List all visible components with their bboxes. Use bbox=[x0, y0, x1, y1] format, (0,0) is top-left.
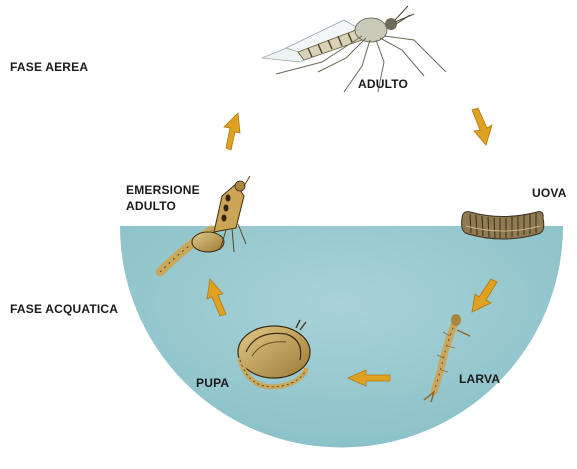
water-area bbox=[120, 226, 563, 448]
egg-raft-icon bbox=[462, 212, 544, 239]
eggs-label: UOVA bbox=[532, 186, 567, 201]
cycle-arrow-icon bbox=[472, 108, 492, 145]
phase-air-label: FASE AEREA bbox=[10, 60, 88, 75]
larva-label: LARVA bbox=[459, 372, 500, 387]
adult-label: ADULTO bbox=[358, 77, 408, 92]
emergence-label-line1: EMERSIONE bbox=[126, 183, 200, 198]
phase-water-label: FASE ACQUATICA bbox=[10, 302, 118, 317]
cycle-arrow-icon bbox=[224, 113, 240, 150]
mosquito-adult-icon bbox=[262, 6, 446, 92]
pupa-label: PUPA bbox=[196, 376, 229, 391]
emergence-label-line2: ADULTO bbox=[126, 199, 176, 214]
